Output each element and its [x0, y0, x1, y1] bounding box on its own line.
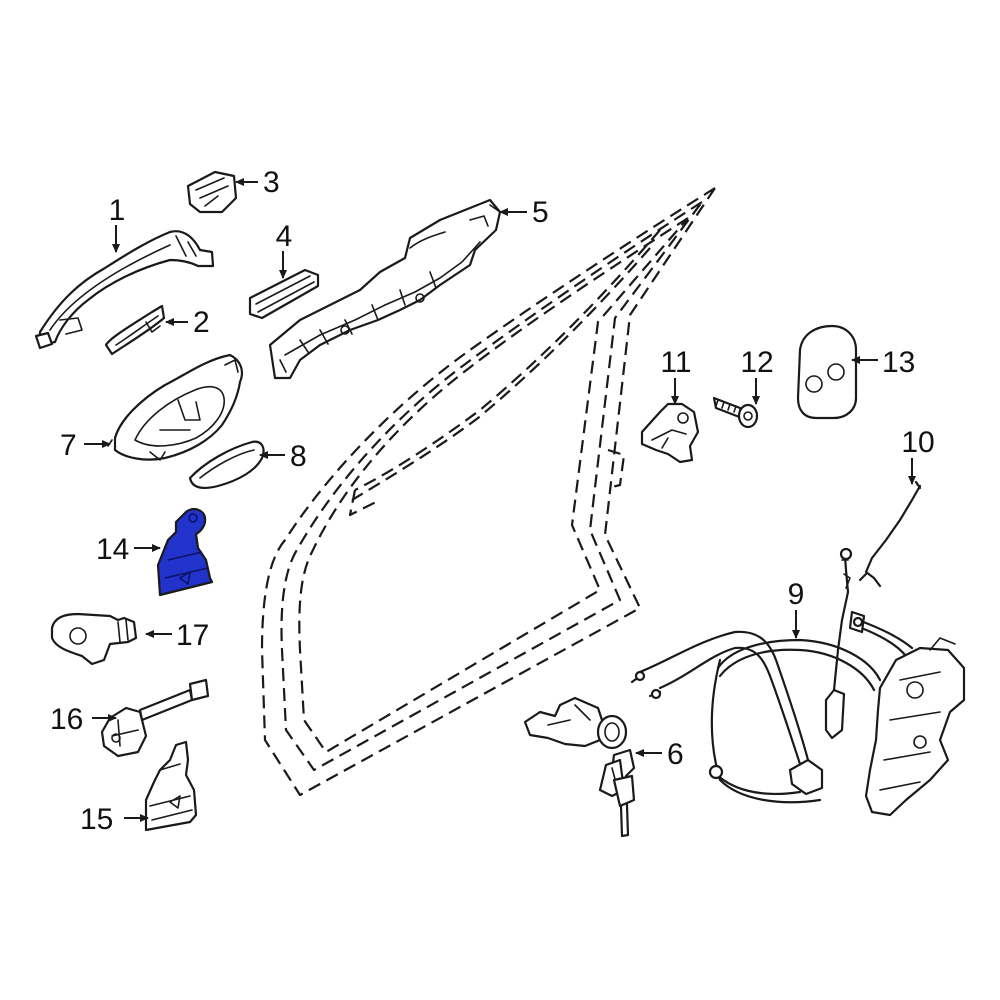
- callout-6: 6: [667, 738, 684, 771]
- highlighted-bracket: [156, 508, 214, 597]
- callout-4: 4: [276, 220, 293, 253]
- hinge-bracket: [144, 740, 198, 832]
- callout-5: 5: [532, 196, 549, 229]
- callout-10: 10: [901, 426, 934, 459]
- callout-9: 9: [788, 578, 805, 611]
- handle-cap: [186, 170, 238, 214]
- callout-14: 14: [96, 533, 129, 566]
- callout-17: 17: [176, 619, 209, 652]
- handle-bracket: [268, 198, 502, 380]
- callout-12: 12: [740, 346, 773, 379]
- inside-door-handle: [107, 353, 244, 461]
- callout-labels: 1 2 3 4 5 6 7 8 9 10 11 12 13 14 15 16 1…: [50, 166, 935, 836]
- handle-bezel: [188, 440, 265, 489]
- door-outline: [260, 187, 716, 797]
- door-striker: [640, 402, 700, 464]
- handle-pad: [248, 268, 320, 320]
- callout-8: 8: [290, 440, 307, 473]
- callout-11: 11: [660, 346, 691, 379]
- handle-gasket: [104, 304, 166, 356]
- callout-arrows: [84, 178, 916, 822]
- door-check-link: [100, 678, 210, 758]
- callout-15: 15: [80, 803, 113, 836]
- striker-cover: [796, 324, 858, 420]
- lock-rod: [858, 480, 922, 588]
- door-stopper: [50, 612, 138, 666]
- callout-1: 1: [109, 194, 126, 227]
- callout-13: 13: [882, 346, 915, 379]
- callout-16: 16: [50, 703, 83, 736]
- striker-bolt: [712, 396, 759, 429]
- callout-7: 7: [60, 429, 77, 462]
- outside-door-handle: [34, 230, 215, 350]
- callout-2: 2: [193, 306, 210, 339]
- callout-3: 3: [263, 166, 280, 199]
- door-latch-assembly: [630, 547, 966, 817]
- lock-cylinder: [523, 696, 636, 838]
